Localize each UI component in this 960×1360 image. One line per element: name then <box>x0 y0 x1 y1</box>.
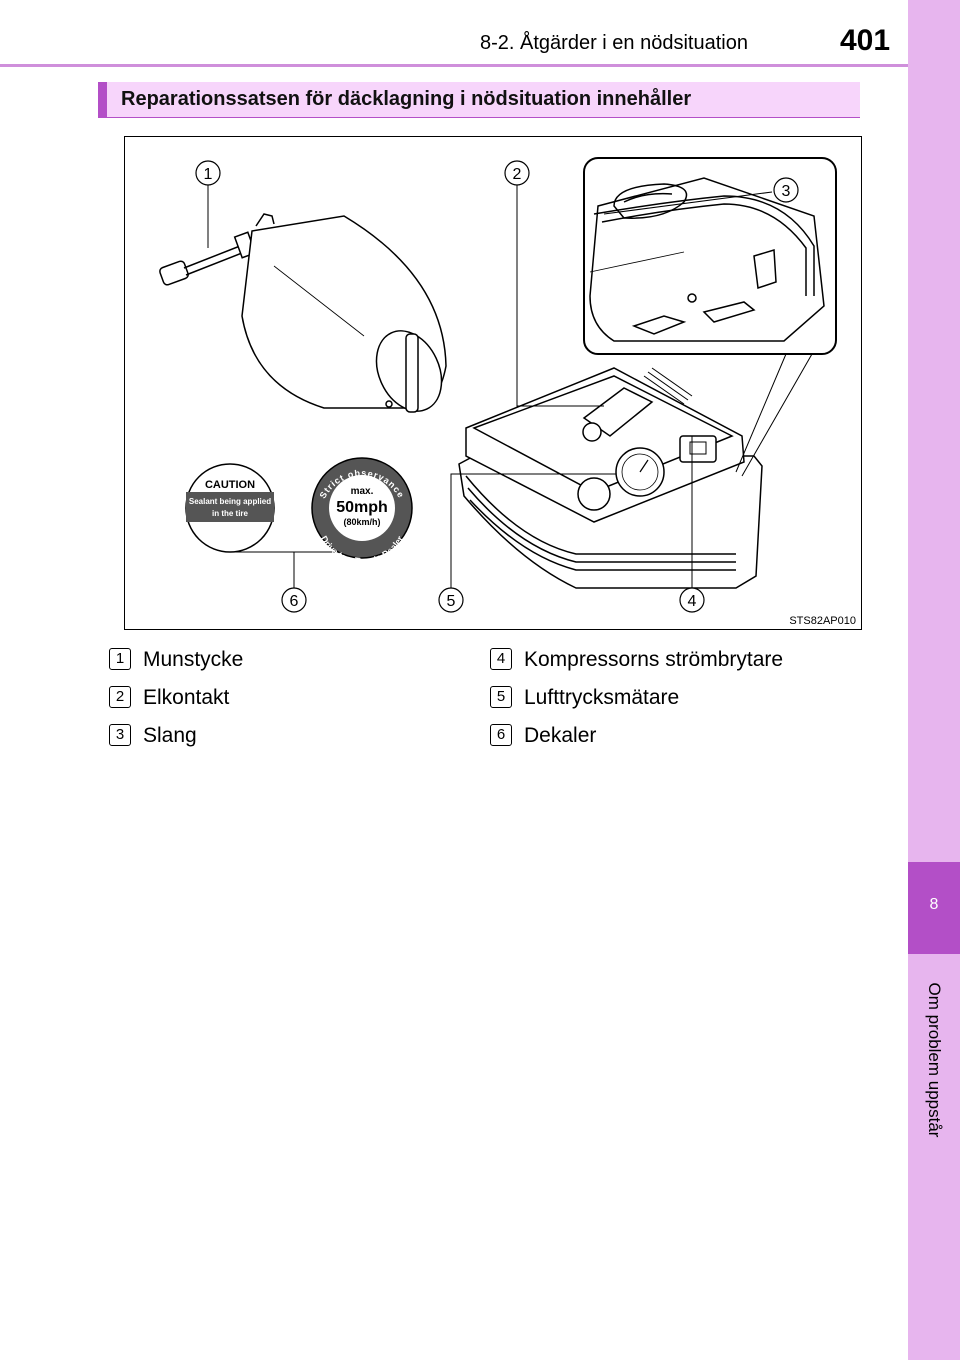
caution-title: CAUTION <box>205 479 255 491</box>
svg-text:6: 6 <box>290 593 299 610</box>
hose-inset <box>583 157 837 355</box>
legend-number-badge: 5 <box>490 686 512 708</box>
legend-label: Slang <box>143 724 197 747</box>
figure-code: STS82AP010 <box>789 615 856 627</box>
callout-5: 5 <box>438 587 464 613</box>
legend-number-badge: 6 <box>490 724 512 746</box>
header-rule <box>0 64 908 67</box>
svg-text:1: 1 <box>204 166 213 183</box>
svg-text:3: 3 <box>782 183 791 200</box>
legend-label: Kompressorns strömbrytare <box>524 648 784 671</box>
sealant-bottle-drawing <box>159 213 447 413</box>
callout-3: 3 <box>773 177 799 203</box>
box-heading-text: Reparationssatsen för däcklagning i nöds… <box>121 88 692 110</box>
caution-line-2: in the tire <box>212 509 249 518</box>
chapter-marker <box>908 862 960 954</box>
legend-label: Lufttrycksmätare <box>524 686 680 709</box>
legend-number-badge: 2 <box>109 686 131 708</box>
box-heading: Reparationssatsen för däcklagning i nöds… <box>98 82 860 118</box>
legend-label: Elkontakt <box>143 686 230 709</box>
svg-text:2: 2 <box>513 166 522 183</box>
section-title: 8-2. Åtgärder i en nödsituation <box>480 32 748 54</box>
repair-kit-illustration: CAUTION Sealant being applied in the tir… <box>124 136 862 630</box>
speed-value: 50mph <box>336 499 388 516</box>
callout-leaders <box>207 185 813 588</box>
callout-6: 6 <box>281 587 307 613</box>
page-number: 401 <box>840 24 891 57</box>
chapter-title: Om problem uppstår <box>925 982 944 1138</box>
legend-number-badge: 1 <box>109 648 131 670</box>
legend-number-badge: 3 <box>109 724 131 746</box>
svg-text:4: 4 <box>688 593 697 610</box>
caution-line-1: Sealant being applied <box>189 497 271 506</box>
callout-2: 2 <box>504 160 530 186</box>
legend-label: Dekaler <box>524 724 597 747</box>
speed-max: max. <box>351 486 374 497</box>
chapter-number: 8 <box>929 896 939 913</box>
legend-number-badge: 4 <box>490 648 512 670</box>
callout-4: 4 <box>679 587 705 613</box>
side-tab <box>908 0 960 1360</box>
speed-metric: (80km/h) <box>343 517 380 527</box>
speed-sticker: Strict observance Drive to a Toyota Deal… <box>311 457 413 566</box>
legend-label: Munstycke <box>143 648 244 671</box>
caution-sticker: CAUTION Sealant being applied in the tir… <box>185 463 275 553</box>
callout-1: 1 <box>195 160 221 186</box>
svg-text:5: 5 <box>447 593 456 610</box>
